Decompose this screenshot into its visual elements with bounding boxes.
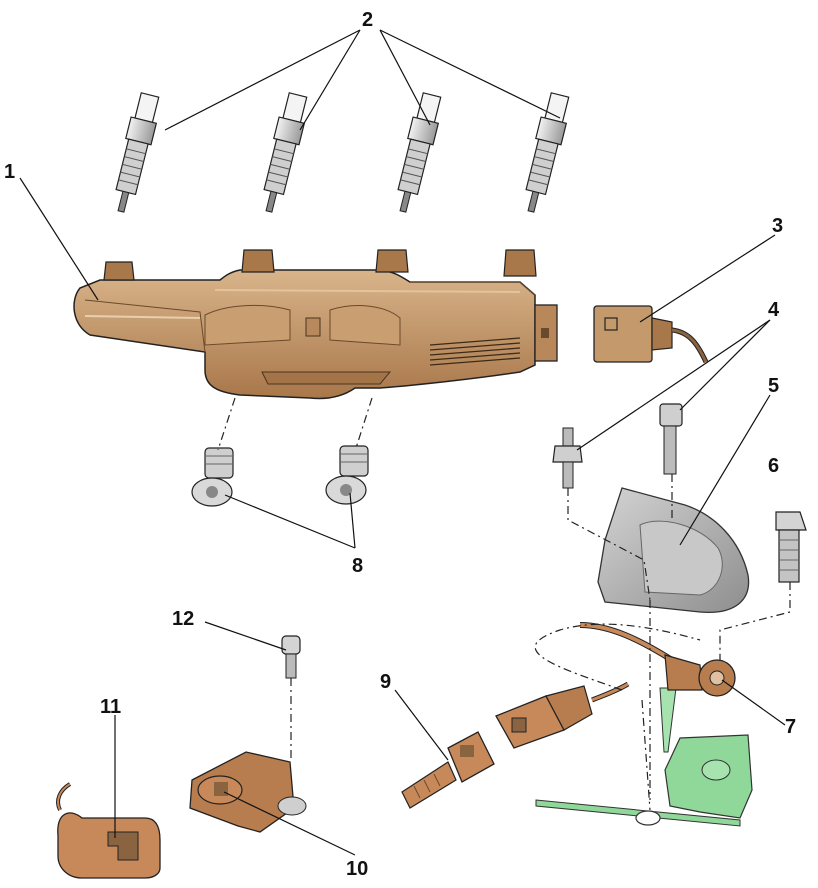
callout-labels: 1 2 3 4 5 6 7 8 9 10 11 12 [4,9,796,880]
callout-5: 5 [768,375,779,397]
mounting-bolt-right [325,445,369,505]
callout-1: 1 [4,161,15,183]
callout-8: 8 [352,555,363,577]
hex-bolt [775,511,807,583]
assembly-guide-lines [217,397,791,811]
callout-7: 7 [785,716,796,738]
harness-connector [593,305,709,364]
spark-plug-3 [397,92,442,213]
callout-6: 6 [768,455,779,477]
mounting-bolt-left [191,447,234,507]
wiring-connector-housing [56,782,161,879]
callout-9: 9 [380,671,391,693]
callout-3: 3 [772,215,783,237]
callout-4: 4 [768,299,780,321]
sensor-plug-connector [495,681,630,749]
stud-bolt-right [659,403,683,475]
knock-sensor [579,622,736,697]
spark-plug-2 [263,92,308,213]
ignition-coil-module [73,249,558,400]
callout-2: 2 [362,9,373,31]
callout-11: 11 [100,696,121,718]
heat-shield [597,487,750,614]
sensor-screw [281,635,301,679]
callout-10: 10 [346,858,368,880]
spark-plug-1 [115,92,160,213]
callout-leader-lines [19,29,786,856]
spark-plug-4 [525,92,570,213]
spark-plug-group [115,92,570,213]
coolant-temp-sensor [401,731,495,809]
stud-bolt-left [552,427,583,489]
engine-block-bracket [535,687,753,827]
camshaft-position-sensor [189,751,307,833]
callout-12: 12 [172,608,194,630]
